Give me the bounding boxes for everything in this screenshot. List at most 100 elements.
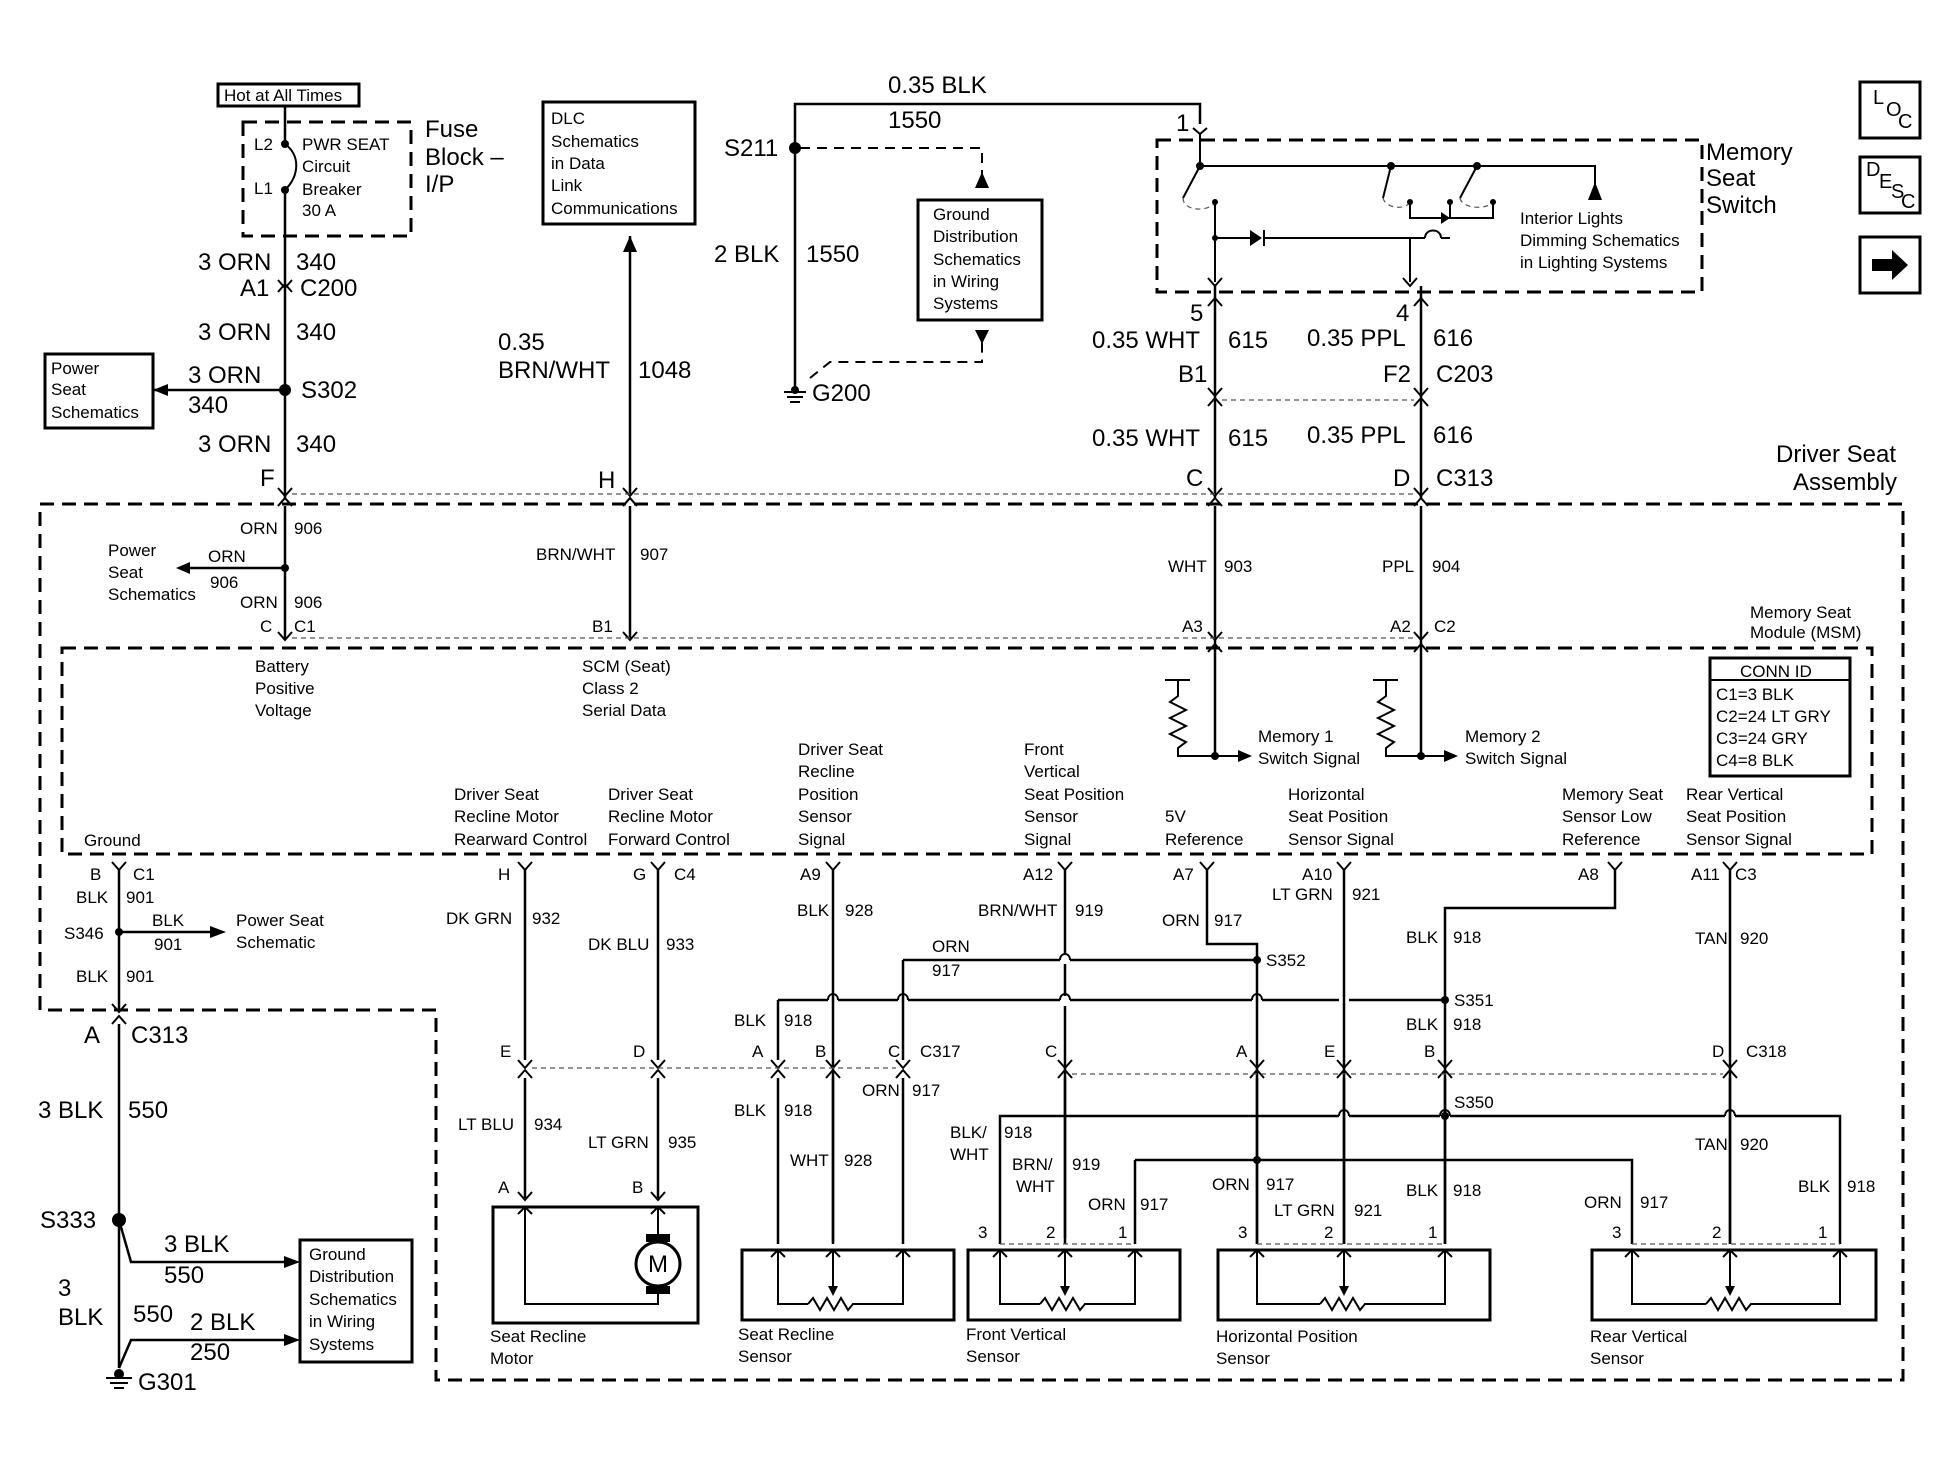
diagram-label: C [888,1042,900,1061]
diagram-label: 0.35 PPL [1307,422,1406,449]
diagram-label: 901 [154,935,182,954]
diagram-label: ORN [862,1081,900,1100]
diagram-label: C2 [1434,617,1456,636]
diagram-label: Schematic [236,933,316,952]
diagram-label: Schematics [108,585,196,604]
dlc-schematics-box[interactable]: DLC Schematics in Data Link Communicatio… [541,100,697,226]
diagram-label: Class 2 [582,679,639,698]
diagram-label: S211 [724,135,778,162]
diagram-label: S [1891,181,1904,203]
diagram-label: WHT [950,1145,989,1164]
diagram-label: C [1898,111,1912,133]
diagram-label: Front Vertical [966,1325,1066,1344]
diagram-label: 918 [1847,1177,1875,1196]
diagram-label: 921 [1352,885,1380,904]
diagram-label: Reference [1165,830,1243,849]
diagram-label: Driver Seat [608,785,693,804]
diagram-label: Schematics [51,403,139,422]
diagram-label: 918 [784,1101,812,1120]
diagram-label: 904 [1432,557,1460,576]
diagram-label: Seat [108,563,143,582]
diagram-label: ORN [932,937,970,956]
diagram-label: Interior Lights [1520,209,1623,228]
desc-button[interactable]: D E S C [1858,155,1922,215]
diagram-label: E [1879,171,1892,193]
loc-button[interactable]: L O C [1858,80,1922,140]
diagram-label: Forward Control [608,830,730,849]
diagram-label: Sensor [1590,1349,1644,1368]
diagram-label: Memory Seat [1562,785,1663,804]
diagram-label: LT GRN [1274,1201,1335,1220]
ground-g301-icon [106,1369,132,1389]
memory-seat-switch: Memory Seat Switch Interior Lights Dimmi… [1155,110,1793,294]
diagram-label: 1 [1818,1223,1827,1242]
diagram-label: Memory Seat [1750,603,1851,622]
diagram-label: PPL [1382,557,1414,576]
diagram-label: Sensor [1216,1349,1270,1368]
diagram-label: 917 [1214,911,1242,930]
diagram-label: Systems [933,294,998,313]
diagram-label: DK BLU [588,935,649,954]
diagram-label: 3 BLK [38,1097,103,1124]
diagram-label: Seat Recline [490,1327,586,1346]
diagram-label: A3 [1182,617,1203,636]
diagram-label: BLK [1798,1177,1831,1196]
diagram-label: I/P [425,171,454,198]
diagram-label: Distribution [309,1267,394,1286]
diagram-label: F2 [1383,361,1411,388]
motor-icon [634,1240,682,1288]
diagram-label: L2 [254,135,273,154]
diagram-label: B [815,1042,826,1061]
diagram-label: in Wiring [933,272,999,291]
diagram-label: A10 [1302,865,1332,884]
diagram-label: S346 [64,924,104,943]
diagram-label: 919 [1075,901,1103,920]
diagram-label: C [1186,465,1203,492]
diagram-label: D [1866,159,1880,181]
diagram-label: Ground [309,1245,366,1264]
diagram-label: WHT [1016,1177,1055,1196]
diagram-label: BLK [76,967,109,986]
diagram-label: 4 [1396,300,1409,327]
diagram-label: Memory [1706,139,1793,166]
connector-c317-c318: E D A B C C317 C A E B D C318 [500,1042,1787,1079]
diagram-label: 3 ORN [198,431,271,458]
memory2-input: Memory 2 Switch Signal [1373,679,1567,768]
diagram-label: Communications [551,199,678,218]
seat-recline-sensor [740,1248,956,1322]
diagram-label: Power Seat [236,911,324,930]
ground-distribution-box-bottom[interactable]: Ground Distribution Schematics in Wiring… [298,1238,414,1364]
diagram-label: in Data [551,154,605,173]
diagram-label: A [498,1178,510,1197]
diagram-label: S352 [1266,951,1306,970]
diagram-label: TAN [1695,929,1728,948]
diagram-label: 921 [1354,1201,1382,1220]
diagram-label: B [632,1178,643,1197]
front-vertical-sensor [966,1243,1182,1322]
arrow-right-icon [1872,250,1908,280]
diagram-label: C313 [131,1022,188,1049]
diagram-label: 340 [188,392,228,419]
diagram-label: G200 [812,380,871,407]
diagram-label: 3 ORN [198,249,271,276]
diagram-label: Sensor [738,1347,792,1366]
diagram-label: 918 [1004,1123,1032,1142]
diagram-label: L1 [254,179,273,198]
diagram-label: 918 [1453,1181,1481,1200]
rear-vertical-sensor [1590,1243,1878,1322]
diagram-label: 2 [1712,1223,1721,1242]
seat-recline-motor: M [491,1205,700,1325]
diagram-label: 934 [534,1115,562,1134]
diagram-label: O [1886,99,1902,121]
power-seat-schematics-box-top[interactable]: Power Seat Schematics [43,352,155,430]
diagram-label: F [260,465,275,492]
diagram-label: C1=3 BLK [1716,685,1795,704]
diagram-label: C2=24 LT GRY [1716,707,1831,726]
diagram-label: PWR SEAT [302,135,390,154]
next-page-button[interactable] [1858,235,1922,295]
diagram-label: BLK [734,1011,767,1030]
ground-distribution-box-top[interactable]: Ground Distribution Schematics in Wiring… [916,198,1044,322]
diagram-label: BLK [152,911,185,930]
diagram-label: E [500,1042,511,1061]
